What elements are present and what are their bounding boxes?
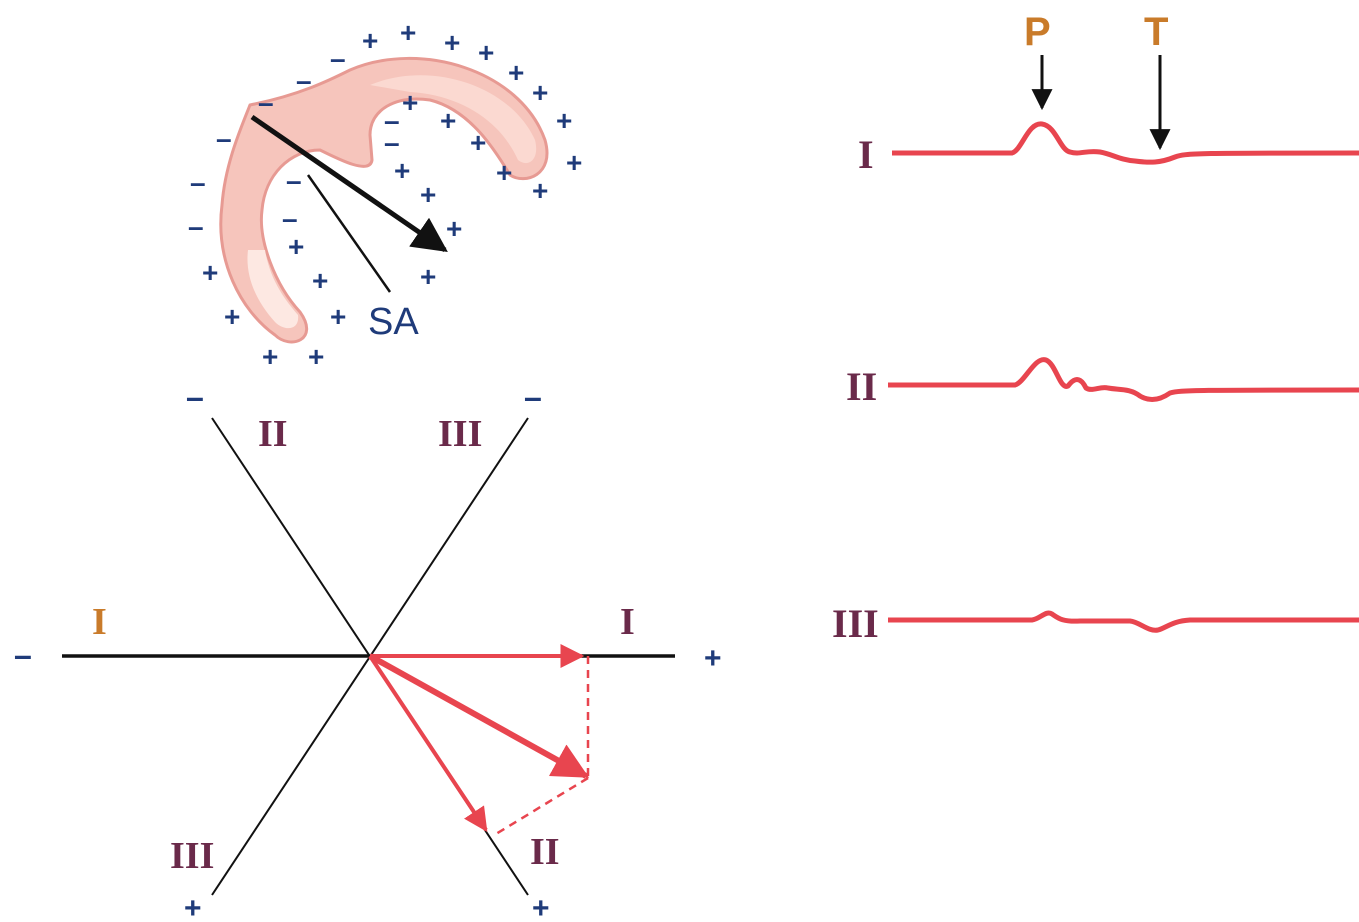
minus-sign: –	[296, 65, 312, 96]
plus-sign: +	[288, 231, 304, 262]
t-wave-label: T	[1144, 10, 1168, 54]
minus-sign: –	[286, 165, 302, 196]
minus-sign: –	[258, 87, 274, 118]
plus-sign: +	[362, 25, 378, 56]
trace-lead-II-label: II	[846, 364, 877, 409]
plus-sign: +	[470, 127, 486, 158]
projection-line-diagonal	[495, 776, 589, 836]
minus-sign: –	[330, 43, 346, 74]
atrium-shape	[219, 56, 549, 344]
plus-sign: +	[308, 341, 324, 372]
lead-III-plus-sign: +	[184, 892, 202, 922]
ecg-traces: P T I II III	[832, 10, 1359, 646]
lead-I-label-left: I	[92, 601, 107, 643]
plus-sign: +	[400, 17, 416, 48]
minus-sign: –	[384, 127, 400, 158]
trace-lead-II	[888, 357, 1359, 403]
plus-sign: +	[508, 57, 524, 88]
plus-sign: +	[330, 301, 346, 332]
lead-II-label-bottom: II	[530, 831, 560, 873]
plus-sign: +	[446, 213, 462, 244]
vector-projections	[368, 644, 590, 836]
lead-axes	[62, 417, 675, 896]
minus-sign: –	[190, 167, 206, 198]
lead-I-plus-sign: +	[704, 642, 722, 675]
plus-sign: +	[532, 77, 548, 108]
lead-I-label-right: I	[620, 601, 635, 643]
lead-II-label-top: II	[258, 413, 288, 455]
depolarization-vector-arrow	[250, 114, 448, 253]
trace-lead-III-label: III	[832, 601, 879, 646]
plus-sign: +	[420, 179, 436, 210]
plus-sign: +	[444, 27, 460, 58]
charge-signs: + + + + + + + + + + + + + + + + + + + + …	[188, 17, 582, 372]
minus-sign: –	[216, 123, 232, 154]
minus-sign: –	[188, 211, 204, 242]
plus-sign: +	[532, 175, 548, 206]
plus-sign: +	[440, 105, 456, 136]
plus-sign: +	[556, 105, 572, 136]
plus-sign: +	[394, 155, 410, 186]
plus-sign: +	[224, 301, 240, 332]
lead-III-minus-sign: –	[524, 379, 542, 415]
plus-sign: +	[202, 257, 218, 288]
lead-II-minus-sign: –	[186, 379, 204, 415]
lead-III-label-bottom: III	[170, 835, 214, 877]
plus-sign: +	[402, 87, 418, 118]
p-wave-label: P	[1024, 10, 1051, 54]
plus-sign: +	[262, 341, 278, 372]
plus-sign: +	[566, 147, 582, 178]
mean-vector-arrow	[368, 653, 590, 779]
lead-II-plus-sign: +	[532, 892, 550, 922]
minus-sign: –	[282, 203, 298, 234]
lead-I-minus-sign: –	[14, 637, 32, 673]
sa-node-label: SA	[368, 301, 419, 343]
trace-lead-I	[892, 121, 1359, 165]
trace-lead-III	[888, 610, 1359, 633]
atria-illustration	[219, 56, 549, 344]
atrium-inner-highlight	[247, 250, 299, 329]
plus-sign: +	[312, 265, 328, 296]
minus-sign: –	[384, 105, 400, 136]
projection-lead-II-arrow	[368, 654, 488, 832]
plus-sign: +	[496, 157, 512, 188]
plus-sign: +	[478, 37, 494, 68]
sa-node-pointer-line	[306, 174, 392, 293]
atrium-upper-highlight	[370, 75, 537, 164]
trace-lead-I-label: I	[858, 132, 874, 177]
plus-sign: +	[420, 261, 436, 292]
lead-III-label-top: III	[438, 413, 482, 455]
